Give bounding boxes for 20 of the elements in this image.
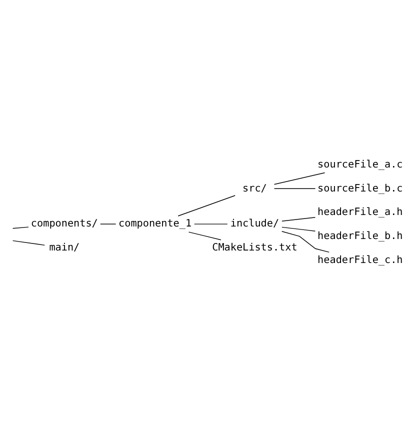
connector [281,231,330,253]
node-text: main/ [49,242,80,254]
connector [274,172,326,185]
node-text: src/ [242,183,267,194]
connector [12,240,45,246]
node-text: sourceFile_b.c [318,183,403,194]
connector [282,226,316,232]
node-text: sourceFile_a.c [318,160,403,171]
node-text: headerFile_c.h [318,254,403,266]
node-text: headerFile_b.h [318,231,403,242]
node-text: componente_1 [118,218,192,230]
connector [282,217,316,222]
node-text: headerFile_a.h [318,207,403,218]
node-text: components/ [30,218,98,230]
connector [178,195,236,216]
connector [274,188,316,190]
node-text: include/ [230,218,280,230]
node-text: CMakeLists.txt [212,242,298,254]
connector [12,226,29,229]
connector [188,232,222,240]
